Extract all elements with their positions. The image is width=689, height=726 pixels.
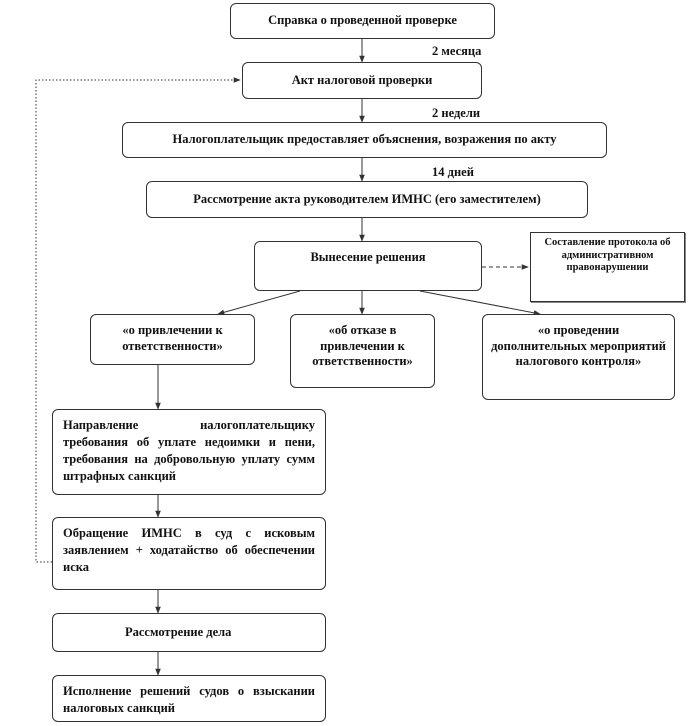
box-sud: Обращение ИМНС в суд с исковым заявление…: [52, 517, 326, 590]
arrow-vynesenie-to-meropriyatiya: [419, 290, 541, 316]
box-akt: Акт налоговой проверки: [242, 62, 482, 99]
box-meropriyatiya: «о проведении дополнительных мероприятий…: [482, 314, 675, 400]
box-vynesenie: Вынесение решения: [254, 241, 482, 291]
box-protokol: Составление протокола об административно…: [530, 232, 685, 302]
box-rassmotrenie-akta: Рассмотрение акта руководителем ИМНС (ег…: [146, 181, 588, 218]
box-spravka: Справка о проведенной проверке: [230, 3, 495, 39]
box-ispolnenie: Исполнение решений судов о взыскании нал…: [52, 675, 326, 722]
dotted-loop-sud-to-akt: [35, 77, 241, 563]
label-two-months: 2 месяца: [432, 44, 482, 58]
label-fourteen-days: 14 дней: [432, 165, 474, 179]
box-otkaz: «об отказе в привлечении к ответственнос…: [290, 314, 435, 388]
arrow-vynesenie-to-privlechenie: [217, 290, 301, 315]
box-trebovanie: Направление налогоплательщику требования…: [52, 409, 326, 495]
label-two-weeks: 2 недели: [432, 106, 481, 120]
box-rassmotrenie-dela: Рассмотрение дела: [52, 613, 326, 652]
box-obyasneniya: Налогоплательщик предоставляет объяснени…: [122, 122, 607, 158]
box-privlechenie: «о привлечении к ответственности»: [90, 314, 255, 365]
